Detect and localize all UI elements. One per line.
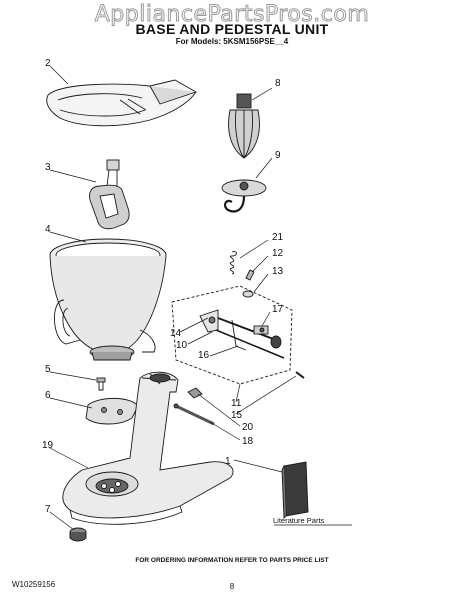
callout-21: 21 — [272, 232, 284, 243]
leader-lines — [49, 65, 297, 531]
callout-19: 19 — [42, 440, 54, 451]
model-subtitle: For Models: 5KSM156PSE__4 — [175, 37, 289, 46]
page-number: 8 — [229, 582, 235, 591]
small-pin-part[interactable] — [295, 371, 305, 379]
pedestal-base-part[interactable] — [62, 371, 234, 525]
assembly-outline — [171, 285, 293, 385]
callout-15: 15 — [231, 410, 243, 421]
hinge-assembly-part[interactable] — [199, 309, 285, 359]
literature-parts-booklet[interactable] — [281, 461, 309, 520]
callout-17: 17 — [272, 304, 284, 315]
callout-3: 3 — [45, 162, 51, 173]
callout-13: 13 — [272, 266, 284, 277]
callout-8: 8 — [275, 78, 281, 89]
spring-part[interactable] — [229, 251, 237, 275]
plate-part-6[interactable] — [85, 397, 139, 425]
pouring-shield-part[interactable] — [46, 79, 197, 127]
wire-whip-part[interactable] — [228, 93, 260, 159]
callout-5: 5 — [45, 364, 51, 375]
callout-16: 16 — [198, 350, 210, 361]
callout-7: 7 — [45, 504, 51, 515]
mixing-bowl-part[interactable] — [49, 238, 167, 361]
nut-part[interactable] — [242, 290, 254, 298]
callout-1: 1 — [225, 456, 231, 467]
latch-part[interactable] — [187, 387, 203, 399]
callout-10: 10 — [176, 340, 188, 351]
callout-11: 11 — [231, 398, 242, 409]
callout-14: 14 — [170, 328, 182, 339]
callout-4: 4 — [45, 224, 51, 235]
flat-beater-part[interactable] — [89, 159, 130, 230]
literature-parts-label: Literature Parts — [273, 516, 325, 525]
callout-9: 9 — [275, 150, 281, 161]
callout-numbers: 2 3 4 5 6 19 7 8 9 21 12 13 17 14 10 16 … — [42, 58, 325, 525]
hinge-pin-part[interactable] — [173, 403, 215, 426]
screw-part-5[interactable] — [96, 377, 106, 391]
ordering-note: FOR ORDERING INFORMATION REFER TO PARTS … — [135, 557, 329, 564]
callout-12: 12 — [272, 248, 284, 259]
pin-part[interactable] — [245, 269, 255, 281]
document-number: W10259156 — [12, 580, 56, 589]
rubber-foot-part[interactable] — [69, 527, 87, 542]
callout-20: 20 — [242, 422, 254, 433]
watermark: AppliancePartsPros.com — [94, 2, 370, 28]
dough-hook-part[interactable] — [221, 179, 267, 213]
callout-18: 18 — [242, 436, 254, 447]
callout-2: 2 — [45, 58, 51, 69]
page-title: BASE AND PEDESTAL UNIT — [135, 21, 329, 37]
callout-6: 6 — [45, 390, 51, 401]
